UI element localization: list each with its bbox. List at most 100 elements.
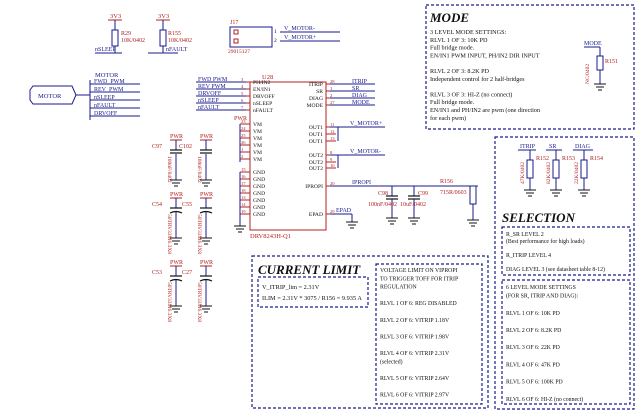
out-net-vmotor-minus: V_MOTOR-	[350, 149, 381, 155]
modelines-line: Full bridge mode.	[430, 99, 475, 106]
u28-left-pin-num: 13	[241, 195, 246, 200]
modelines-line: RLVL 1 OF 3: 10K PD	[430, 37, 488, 44]
out-net-epad: EPAD	[336, 208, 352, 214]
u28-left-pin-name: GND	[253, 191, 265, 197]
net-rev-pwm: REV PWM	[198, 84, 226, 90]
mode-box-title: MODE	[429, 10, 469, 25]
j17-part: 29015127	[228, 49, 250, 55]
power-rails: PWR	[234, 116, 247, 233]
u28-right-pin-num: 29	[330, 209, 335, 214]
seltop-line: R_ITRIP LEVEL 4	[506, 253, 551, 259]
curlines-line: RLVL 2 OF 6: VITRIP 1.18V	[380, 318, 450, 324]
current-calc-2: ILIM = 2.31V * 3075 / R156 = 9.935 A	[262, 295, 362, 302]
current-limit-box: CURRENT LIMIT V_ITRIP_lim = 2.31V ILIM =…	[251, 255, 489, 409]
u28-right-pin-name: EPAD	[309, 212, 323, 218]
r152-ref: R152	[536, 156, 549, 162]
curlines-line: RLVL 3 OF 6: VITRIP 1.98V	[380, 334, 450, 340]
c102-value: 100nF/0402	[196, 156, 202, 183]
u28-right-pin-name: OUT1	[309, 139, 323, 145]
u28-right-pin-name: OUT2	[309, 166, 323, 172]
j17-ref: J17	[230, 20, 238, 26]
u28-left-pin-num: 14	[241, 202, 246, 207]
r154-value: 22K/0402	[574, 162, 580, 184]
modelines-line: RLVL 3 OF 3: HI-Z (no connect)	[430, 91, 512, 98]
ic-input-wiring: FWD PWM REV PWM DRVOFF nSLEEP nFAULT	[196, 77, 246, 111]
out-net-sr: SR	[352, 86, 359, 92]
c54-value: 50TRV33M6.3X8	[166, 214, 172, 254]
bus-net-2: nSLEEP	[94, 95, 115, 101]
curlines-line: REGULATION	[380, 285, 418, 291]
u28-right-pin-num: 11	[330, 122, 335, 127]
curlines-line: RLVL 4 OF 6: VITRIP 2.31V	[380, 351, 450, 357]
resistor-r29-body[interactable]	[111, 29, 119, 47]
u28-left-pin-name: VM	[253, 143, 262, 149]
u28-left-pin-name: VM	[253, 150, 262, 156]
u28-left-pin-num: 26	[241, 140, 246, 145]
resistor-r154-body[interactable]	[580, 159, 588, 179]
u28-right-pin-num: 10	[330, 163, 335, 168]
motor-bus: MOTOR MOTOR FWD_PWMREV_PWMnSLEEPnFAULTDR…	[29, 72, 140, 120]
u28-left-pin-name: PH/IN2	[253, 80, 271, 86]
u28-ref: U28	[262, 74, 273, 81]
j17-body[interactable]	[229, 26, 273, 48]
u28-left-pin-name: VM	[253, 157, 262, 163]
u28-left-pin-name: GND	[253, 205, 265, 211]
resistor-r155-body[interactable]	[159, 29, 167, 47]
u28-right-pin-name: MODE	[307, 103, 324, 109]
pwr-label-c53: PWR	[170, 260, 183, 266]
u28-right-pin-name: OUT1	[309, 125, 323, 131]
ic-output-wiring: ITRIP SR DIAG MODE V_MOTOR+ V_MOTOR- IPR…	[330, 79, 478, 229]
u28-left-pin-num: 2	[241, 154, 244, 159]
curlines-line: RLVL 5 OF 6: VITRIP 2.64V	[380, 376, 450, 382]
pwr-label-ic: PWR	[234, 116, 247, 122]
curlines-line: TO TRIGGER TOFF FOR ITRIP	[380, 276, 458, 282]
c99-ref: C99	[418, 191, 428, 197]
u28-left-pin-name: DRVOFF	[253, 94, 275, 100]
current-calc-1: V_ITRIP_lim = 2.31V	[262, 284, 320, 291]
selbot-line: 6 LEVEL MODE SETTINGS	[506, 285, 576, 291]
u28-right-pin-num: 20	[330, 181, 335, 186]
motor-hier-label: MOTOR	[38, 93, 62, 100]
resistor-r152-body[interactable]	[526, 159, 534, 179]
c98-value: 100nF/0402	[368, 202, 397, 208]
u28-left-pin-num: 25	[241, 133, 246, 138]
u28-left-pin-num: 23	[241, 119, 246, 124]
u28-left-pin-num: 4	[241, 84, 244, 89]
selbot-line: RLVL 4 OF 6: 47K PD	[506, 362, 560, 368]
pwr-label-c27: PWR	[200, 260, 213, 266]
r153-ref: R153	[562, 156, 575, 162]
pwr-label-c97: PWR	[170, 134, 183, 140]
modelines-line: for each pwm)	[430, 115, 466, 122]
modelines-line: RLVL 2 OF 3: 8.2K PD	[430, 68, 490, 75]
u28-left-pin-num: 5	[241, 91, 244, 96]
u28-left-pin-name: VM	[253, 136, 262, 142]
r155-value: 10K/0402	[168, 38, 192, 44]
selection-box-title: SELECTION	[502, 210, 576, 225]
c97-ref: C97	[152, 144, 162, 150]
seltop-line: R_SR LEVEL 2	[506, 232, 544, 238]
u28-part: DRV8243H-Q1	[250, 233, 291, 240]
resistor-r153-body[interactable]	[552, 159, 560, 179]
motor-hier-port[interactable]	[29, 85, 77, 105]
pullup-r155: 3V3 R155 10K/0402 nFAULT	[148, 13, 192, 54]
decoupling-caps: PWRC97100nF/0402PWRC102100nF/0402PWRC545…	[152, 134, 213, 322]
c102-ref: C102	[179, 144, 192, 150]
u28-left-pin-name: EN/IN1	[253, 87, 271, 93]
u28-body[interactable]	[249, 81, 327, 231]
curlines-line: RLVL 6 OF 6: VITRIP 2.97V	[380, 393, 450, 399]
motor-bus-title: MOTOR	[95, 72, 119, 79]
u28-left-pin-name: VM	[253, 122, 262, 128]
modelines-line: 3 LEVEL MODE SETTINGS:	[430, 29, 507, 36]
u28-left-pin-name: nSLEEP	[253, 101, 272, 107]
u28-right-pin-num: 9	[330, 157, 333, 162]
bus-net-4: DRVOFF	[94, 111, 118, 117]
r151-value: NC/0402	[585, 64, 591, 84]
resistor-r151-body[interactable]	[596, 55, 604, 71]
u28-left-pin-name: GND	[253, 177, 265, 183]
r156-ref: R156	[440, 179, 453, 185]
c53-value: 50TRV33M6.3X8	[166, 282, 172, 322]
resistor-r156-body[interactable]	[469, 185, 477, 205]
r153-value: 82K/0402	[546, 162, 552, 184]
c55-ref: C55	[182, 202, 192, 208]
sel-net-itrip: ITRIP	[520, 144, 536, 150]
